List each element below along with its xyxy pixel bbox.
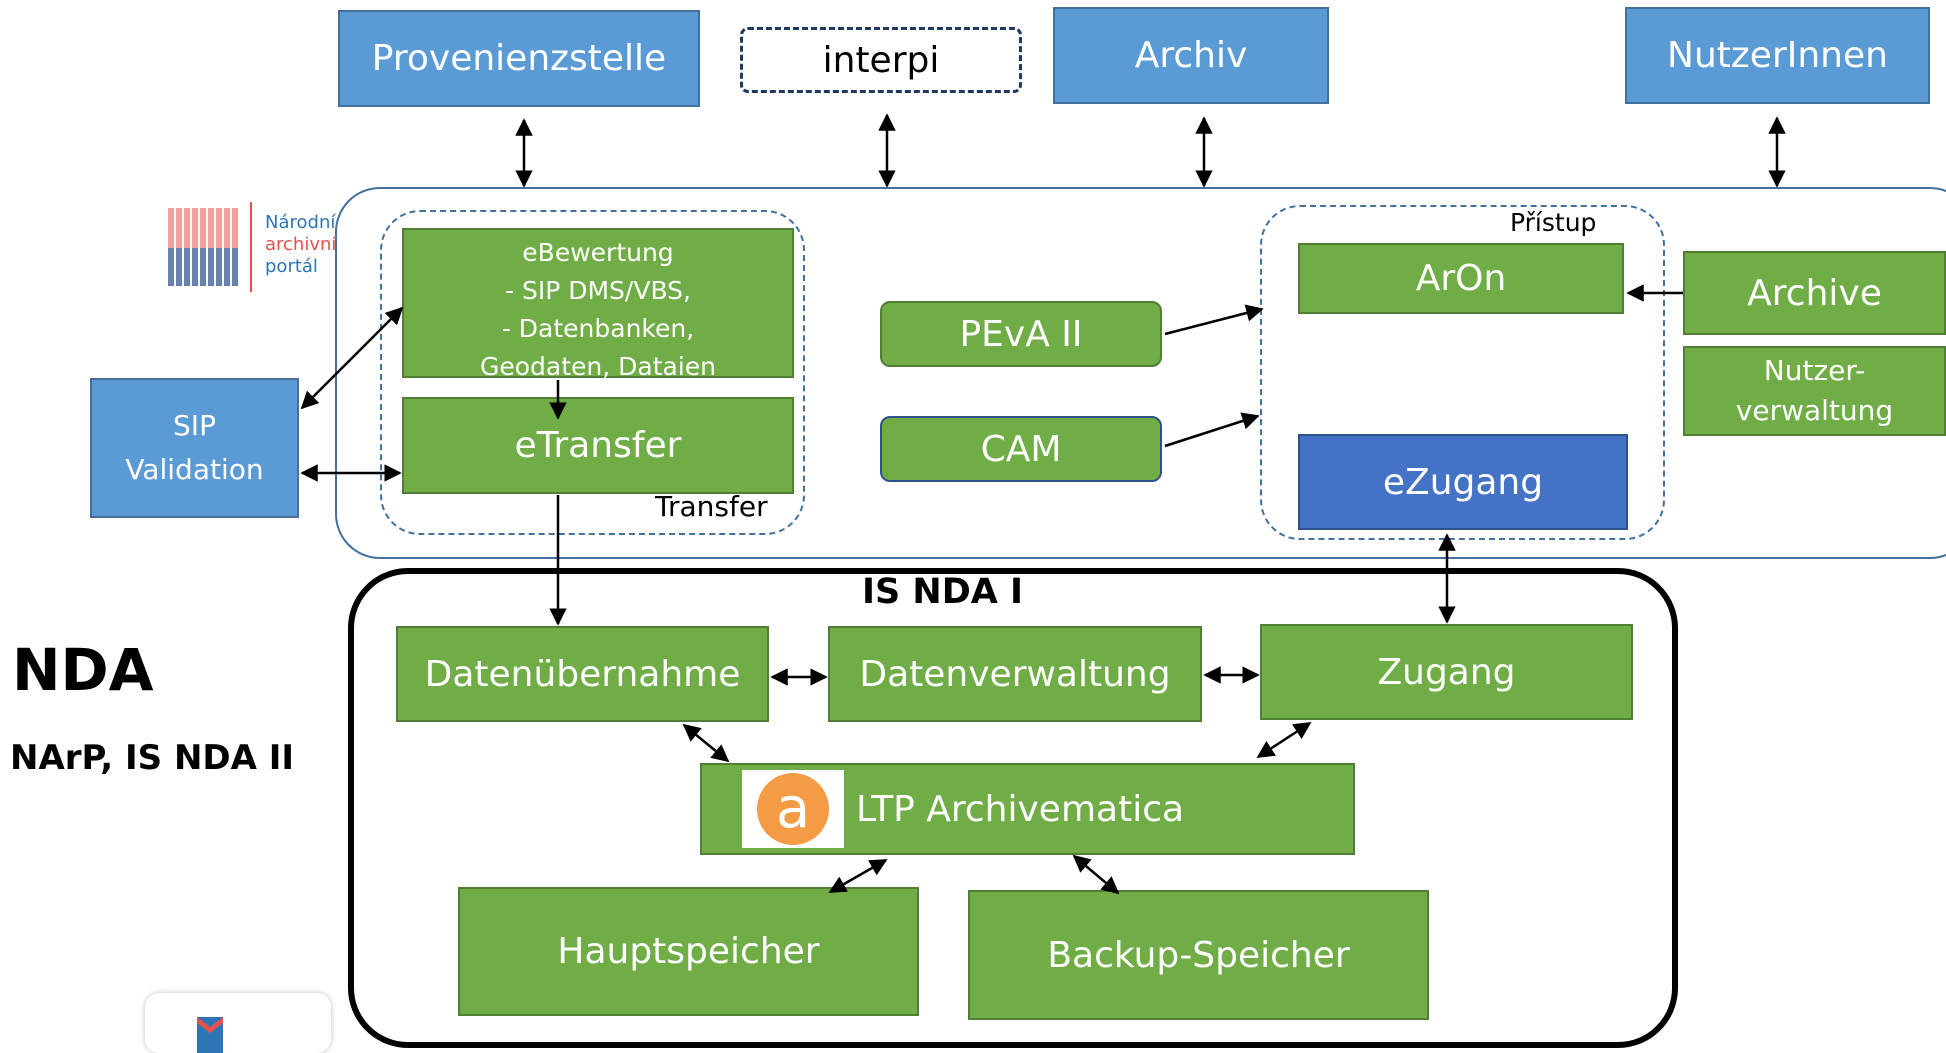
ezugang-box[interactable]: eZugang <box>1298 434 1628 530</box>
transfer-region-label: Transfer <box>655 490 768 523</box>
ebewertung-item: - SIP DMS/VBS, <box>505 276 691 305</box>
nda-subtitle: NArP, IS NDA II <box>10 738 295 778</box>
etransfer-label: eTransfer <box>514 425 682 466</box>
narp-logo-line1: Národní <box>265 212 336 233</box>
pristup-region <box>1260 205 1665 540</box>
narp-logo-divider <box>250 202 252 292</box>
arrow-sip-ebewertung <box>300 306 404 410</box>
aron-box[interactable]: ArOn <box>1298 243 1624 314</box>
archivematica-icon: a <box>757 773 829 845</box>
archivematica-logo: a <box>742 770 844 848</box>
ebewertung-item: - Datenbanken, <box>501 314 695 343</box>
nutzerinnen-label: NutzerInnen <box>1667 35 1888 76</box>
sip-validation-box[interactable]: SIP Validation <box>90 378 299 518</box>
archivematica-icon-letter: a <box>775 776 811 841</box>
ebewertung-box[interactable]: eBewertung - SIP DMS/VBS, - Datenbanken,… <box>402 228 794 381</box>
datenverwaltung-label: Datenverwaltung <box>859 653 1171 695</box>
provenienzstelle-box[interactable]: Provenienzstelle <box>338 10 700 107</box>
datenverwaltung-box[interactable]: Datenverwaltung <box>828 626 1202 722</box>
nutzerinnen-box[interactable]: NutzerInnen <box>1625 7 1930 104</box>
hauptspeicher-box[interactable]: Hauptspeicher <box>458 887 919 1016</box>
hauptspeicher-label: Hauptspeicher <box>557 931 820 972</box>
archivematica-label: LTP Archivematica <box>856 788 1185 830</box>
ebewertung-item: Geodaten, Dataien <box>479 352 717 381</box>
aron-label: ArOn <box>1415 258 1507 299</box>
arrow-datenubernahme-archivematica <box>682 723 730 763</box>
ezugang-label: eZugang <box>1382 461 1544 503</box>
etransfer-box[interactable]: eTransfer <box>402 397 794 494</box>
is-nda-title: IS NDA I <box>862 572 1024 612</box>
sip-validation-line1: SIP <box>173 409 216 442</box>
backup-speicher-box[interactable]: Backup-Speicher <box>968 890 1429 1020</box>
peva-box[interactable]: PEvA II <box>880 301 1162 367</box>
zugang-box[interactable]: Zugang <box>1260 624 1633 720</box>
datenubernahme-label: Datenübernahme <box>424 653 741 695</box>
arrow-archivematica-backup <box>1072 854 1120 895</box>
archive-label: Archive <box>1747 272 1882 314</box>
narp-logo-mark-lower <box>168 248 238 286</box>
nutzerverwaltung-line2: verwaltung <box>1735 394 1894 427</box>
arrow-cam-pristup <box>1164 412 1260 448</box>
narp-logo-text: Národní archivní portál <box>265 212 336 278</box>
archiv-label: Archiv <box>1134 35 1248 76</box>
pristup-region-label: Přístup <box>1510 208 1597 237</box>
nda-heading: NDA <box>12 636 154 704</box>
arrow-zugang-archivematica <box>1256 721 1312 759</box>
arrow-archivematica-hauptspeicher <box>828 858 888 894</box>
narp-logo-line3: portál <box>265 256 318 277</box>
zugang-label: Zugang <box>1377 651 1516 693</box>
backup-speicher-label: Backup-Speicher <box>1047 934 1350 976</box>
archiv-box[interactable]: Archiv <box>1053 7 1329 104</box>
interpi-label: interpi <box>822 39 940 81</box>
cam-label: CAM <box>980 428 1062 470</box>
archivematica-box[interactable]: a LTP Archivematica <box>700 763 1355 855</box>
archive-box[interactable]: Archive <box>1683 251 1946 335</box>
datenubernahme-box[interactable]: Datenübernahme <box>396 626 769 722</box>
nutzerverwaltung-line1: Nutzer- <box>1763 354 1866 387</box>
interpi-box[interactable]: interpi <box>740 27 1022 93</box>
peva-label: PEvA II <box>959 313 1083 355</box>
ebewertung-title: eBewertung <box>522 238 674 267</box>
provenienzstelle-label: Provenienzstelle <box>371 38 667 79</box>
nutzerverwaltung-box[interactable]: Nutzer- verwaltung <box>1683 346 1946 436</box>
cam-box[interactable]: CAM <box>880 416 1162 482</box>
narp-logo: Národní archivní portál <box>168 200 348 295</box>
arrow-peva-pristup <box>1164 304 1264 336</box>
sip-validation-line2: Validation <box>125 453 264 486</box>
narp-logo-line2: archivní <box>265 234 337 255</box>
